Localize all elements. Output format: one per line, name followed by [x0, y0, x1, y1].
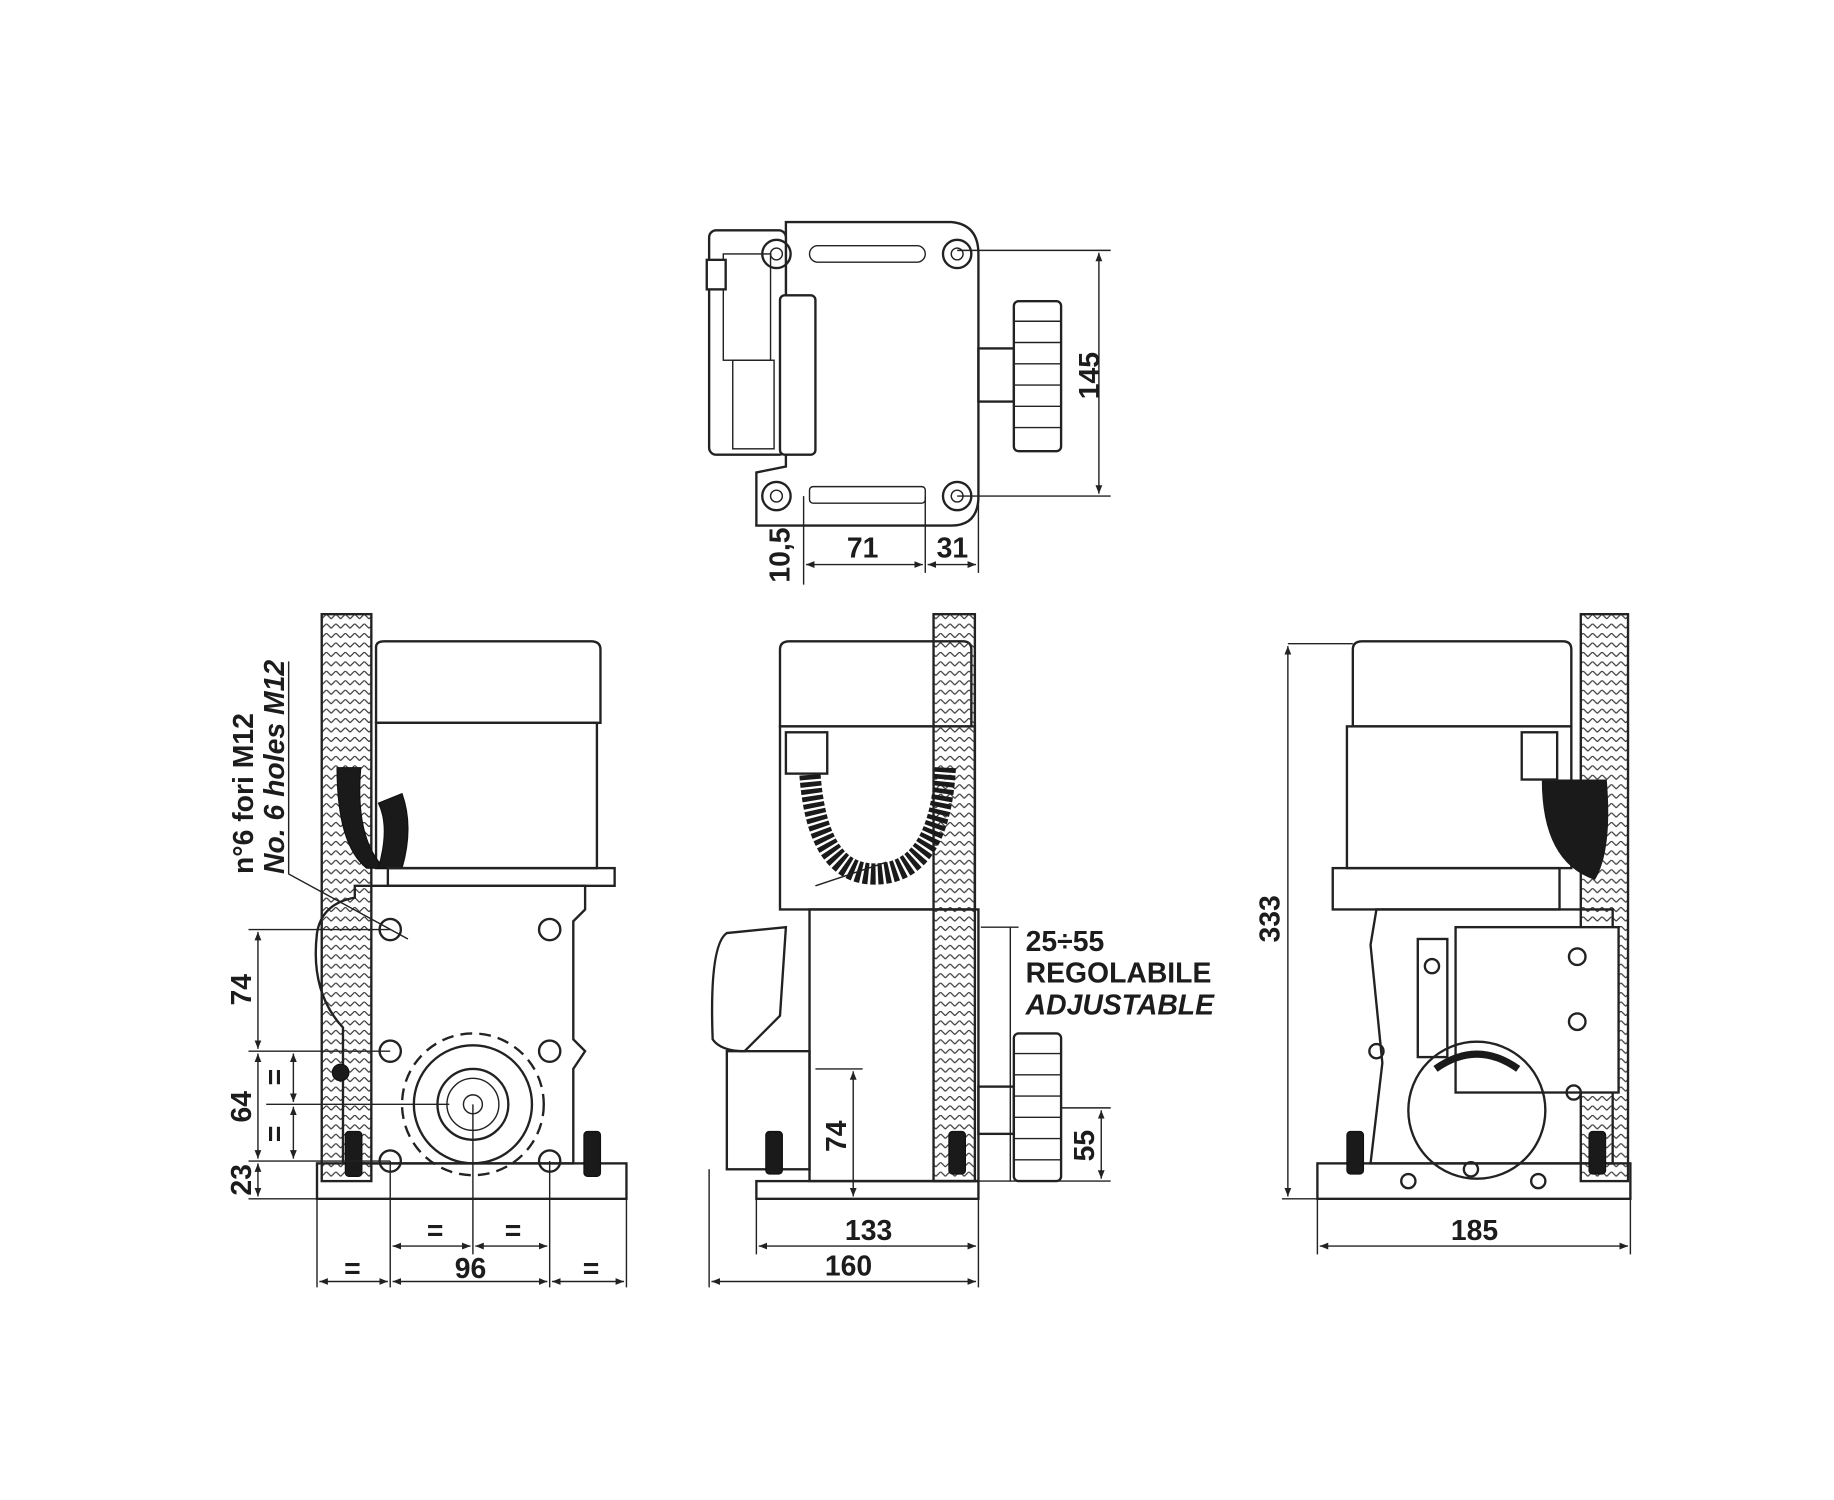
- side-view: 25÷55 REGOLABILE ADJUSTABLE 74 55 133 16…: [708, 612, 1215, 1288]
- dim-133: 133: [845, 1215, 892, 1247]
- callout-holes-it: n°6 fori M12: [228, 713, 260, 874]
- dim-160: 160: [825, 1251, 872, 1283]
- equal-mark: =: [505, 1215, 522, 1247]
- equal-mark: =: [344, 1253, 361, 1285]
- equal-mark: =: [259, 1069, 291, 1086]
- adjustable-label-it: REGOLABILE: [1026, 958, 1212, 990]
- gear-rack: [1579, 612, 1630, 1183]
- equal-mark: =: [259, 1126, 291, 1143]
- dim-55: 55: [1069, 1130, 1101, 1162]
- callout-holes-en: No. 6 holes M12: [259, 660, 291, 874]
- dim-185: 185: [1451, 1215, 1498, 1247]
- adjust-range: 25÷55: [1026, 926, 1105, 958]
- dim-10-5: 10,5: [764, 528, 796, 583]
- equal-mark: =: [583, 1253, 600, 1285]
- dim-31: 31: [937, 532, 969, 564]
- pinion-gear: [1012, 299, 1063, 453]
- adjustable-label-en: ADJUSTABLE: [1025, 990, 1215, 1022]
- top-view: 145 71 31 10,5: [705, 220, 1111, 585]
- dim-23: 23: [226, 1164, 258, 1196]
- dim-64: 64: [226, 1091, 258, 1123]
- equal-mark: =: [427, 1215, 444, 1247]
- mounting-holes: [761, 238, 973, 512]
- dim-71: 71: [847, 532, 879, 564]
- dim-74: 74: [226, 974, 258, 1006]
- gear-rack: [320, 612, 373, 1183]
- dim-96: 96: [455, 1253, 487, 1285]
- front-view: n°6 fori M12 No. 6 holes M12 74 64 23 = …: [226, 612, 628, 1288]
- dim-74-side: 74: [821, 1120, 853, 1152]
- dim-145: 145: [1074, 352, 1106, 399]
- gear-rack: [932, 612, 977, 1183]
- rear-view: 333 185: [1255, 612, 1632, 1255]
- dim-333: 333: [1255, 895, 1287, 942]
- pinion-gear: [1012, 1032, 1063, 1183]
- control-board: [1454, 925, 1620, 1094]
